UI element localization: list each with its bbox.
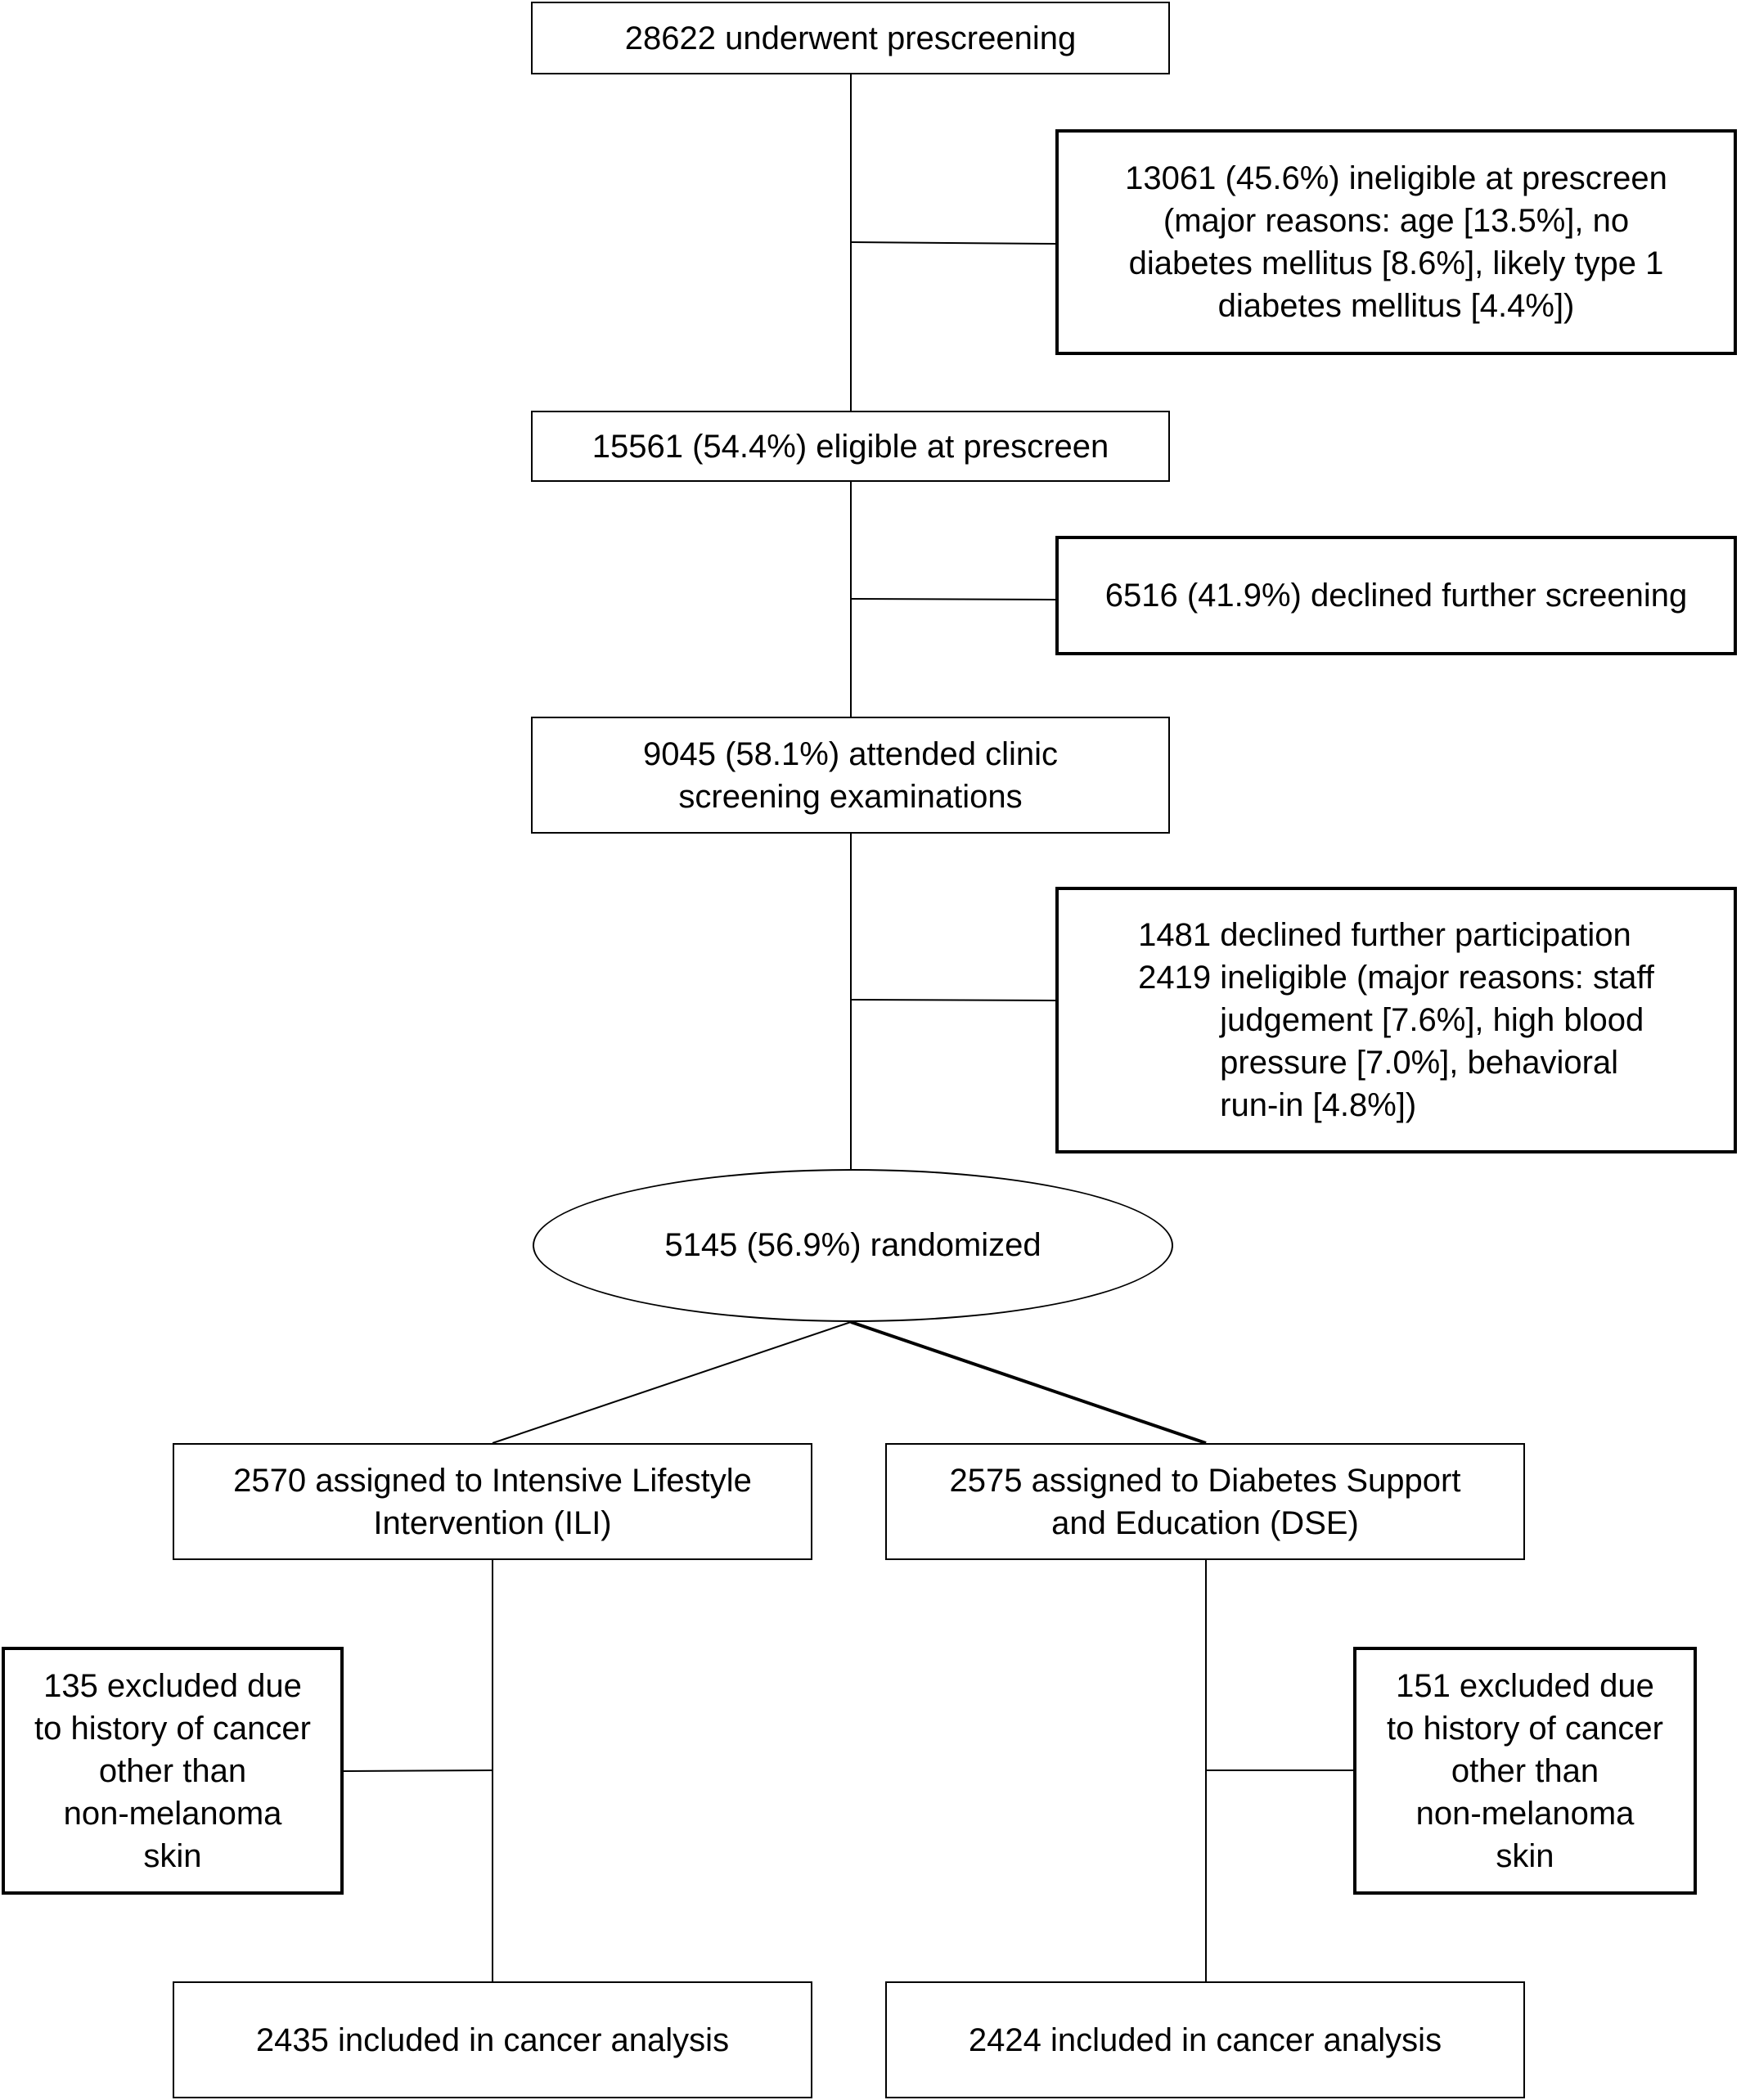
randomized-text: 5145 (56.9%) randomized bbox=[664, 1227, 1041, 1263]
attended-clinic-box: 9045 (58.1%) attended clinic screening e… bbox=[531, 717, 1170, 834]
connector-to-ineligible-prescreen bbox=[850, 241, 1058, 245]
connector-to-declined-screening bbox=[850, 598, 1058, 600]
eligible-prescreen-box: 15561 (54.4%) eligible at prescreen bbox=[531, 411, 1170, 482]
declined-screening-text: 6516 (41.9%) declined further screening bbox=[1104, 578, 1688, 614]
ili-box: 2570 assigned to Intensive Lifestyle Int… bbox=[173, 1443, 812, 1560]
randomized-ellipse: 5145 (56.9%) randomized bbox=[533, 1169, 1173, 1322]
connector-randomized-to-dse bbox=[850, 1320, 1207, 1445]
dse-excluded-line: 151 excluded due bbox=[1396, 1667, 1654, 1704]
ineligible-prescreen-line: (major reasons: age [13.5%], no bbox=[1163, 203, 1630, 239]
ili-line: 2570 assigned to Intensive Lifestyle bbox=[233, 1462, 752, 1499]
dse-included-box: 2424 included in cancer analysis bbox=[885, 1981, 1525, 2098]
ili-line: Intervention (ILI) bbox=[373, 1504, 612, 1541]
dse-box: 2575 assigned to Diabetes Support and Ed… bbox=[885, 1443, 1525, 1560]
ineligible-reasons-line: 2419 ineligible (major reasons: staff bbox=[1138, 960, 1654, 996]
ili-excluded-line: to history of cancer bbox=[34, 1710, 311, 1747]
eligible-prescreen-text: 15561 (54.4%) eligible at prescreen bbox=[592, 428, 1109, 465]
ili-included-box: 2435 included in cancer analysis bbox=[173, 1981, 812, 2098]
ineligible-reasons-line: pressure [7.0%], behavioral bbox=[1220, 1045, 1619, 1081]
dse-line: and Education (DSE) bbox=[1051, 1504, 1359, 1541]
dse-included-text: 2424 included in cancer analysis bbox=[968, 2021, 1442, 2058]
ili-excluded-line: other than bbox=[98, 1752, 247, 1789]
declined-participation-line: 1481 declined further participation bbox=[1138, 917, 1631, 953]
ili-excluded-line: non-melanoma bbox=[63, 1795, 282, 1832]
ili-included-text: 2435 included in cancer analysis bbox=[255, 2021, 730, 2058]
dse-excluded-line: other than bbox=[1451, 1752, 1599, 1789]
connector-ili-to-excluded bbox=[343, 1769, 493, 1772]
ineligible-prescreen-line: diabetes mellitus [8.6%], likely type 1 bbox=[1128, 245, 1664, 281]
ineligible-prescreen-box: 13061 (45.6%) ineligible at prescreen (m… bbox=[1055, 129, 1737, 355]
prescreening-text: 28622 underwent prescreening bbox=[624, 20, 1077, 56]
connector-to-declined-participation bbox=[850, 999, 1058, 1001]
ili-excluded-box: 135 excluded due to history of cancer ot… bbox=[2, 1647, 344, 1895]
ineligible-reasons-line: run-in [4.8%]) bbox=[1220, 1087, 1417, 1123]
connector-randomized-to-ili bbox=[492, 1321, 852, 1444]
ili-excluded-line: skin bbox=[143, 1837, 202, 1874]
prescreening-box: 28622 underwent prescreening bbox=[531, 2, 1170, 74]
dse-excluded-line: to history of cancer bbox=[1387, 1710, 1663, 1747]
ineligible-prescreen-line: 13061 (45.6%) ineligible at prescreen bbox=[1125, 160, 1667, 196]
attended-clinic-line: 9045 (58.1%) attended clinic bbox=[643, 735, 1058, 772]
declined-screening-box: 6516 (41.9%) declined further screening bbox=[1055, 536, 1737, 655]
ili-excluded-line: 135 excluded due bbox=[43, 1667, 302, 1704]
ineligible-reasons-line: judgement [7.6%], high blood bbox=[1220, 1002, 1644, 1038]
dse-line: 2575 assigned to Diabetes Support bbox=[949, 1462, 1461, 1499]
ineligible-prescreen-line: diabetes mellitus [4.4%]) bbox=[1217, 288, 1575, 324]
attended-clinic-line: screening examinations bbox=[678, 778, 1023, 815]
declined-participation-box: 1481 declined further participation 2419… bbox=[1055, 887, 1737, 1153]
dse-excluded-line: non-melanoma bbox=[1415, 1795, 1635, 1832]
dse-excluded-line: skin bbox=[1496, 1837, 1554, 1874]
dse-excluded-box: 151 excluded due to history of cancer ot… bbox=[1353, 1647, 1697, 1895]
